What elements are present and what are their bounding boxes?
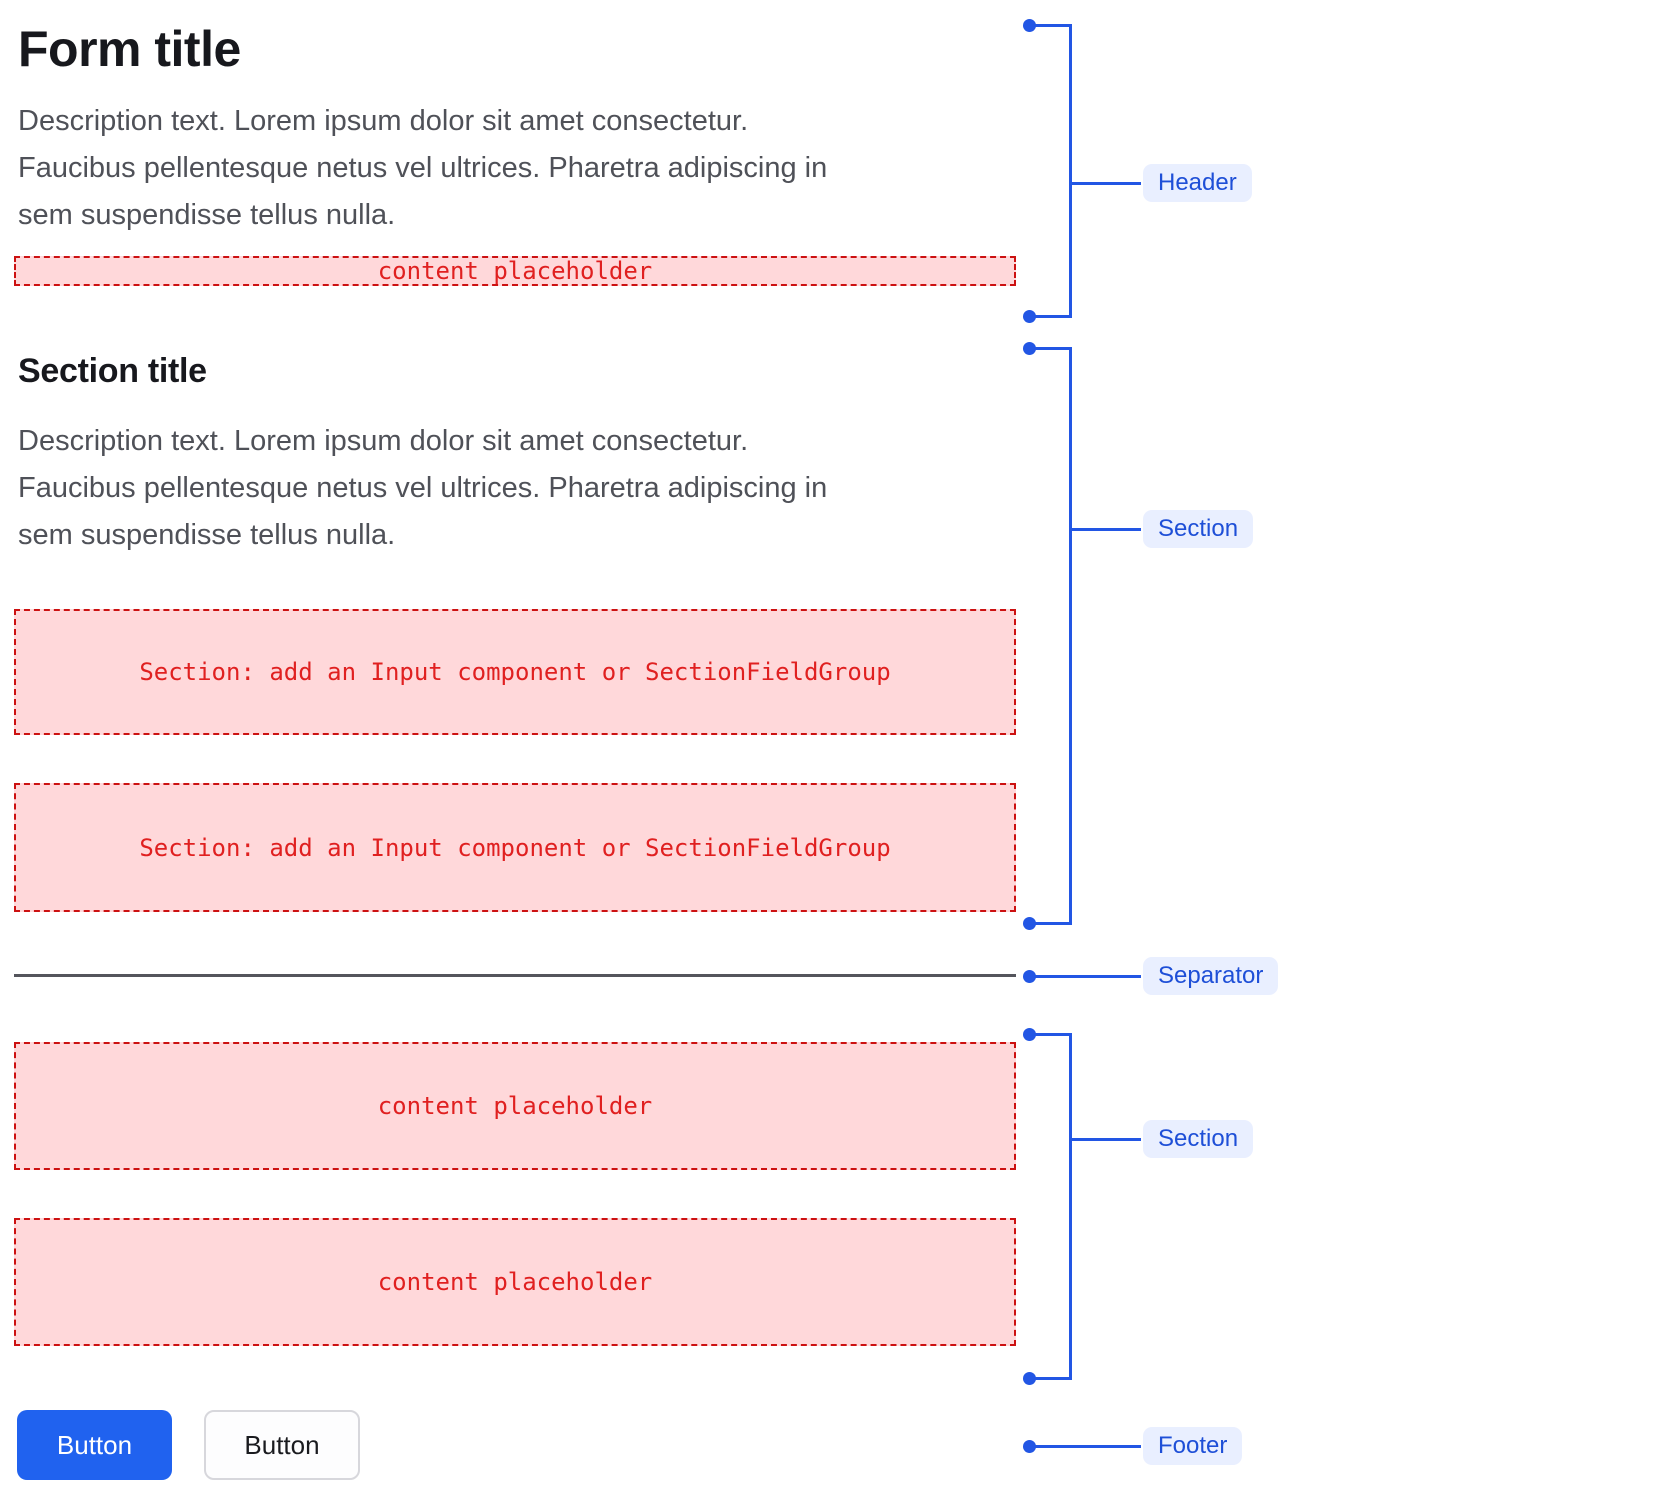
annotation-connector	[1034, 1444, 1141, 1448]
form-description: Description text. Lorem ipsum dolor sit …	[18, 98, 827, 239]
bracket-line	[1069, 23, 1072, 318]
placeholder-text: Section: add an Input component or Secti…	[139, 658, 891, 686]
bracket-dot	[1023, 1371, 1036, 1385]
bracket-dot	[1023, 309, 1036, 323]
annotation-connector	[1071, 181, 1141, 185]
bracket-stub	[1030, 23, 1071, 27]
section-title: Section title	[18, 352, 207, 390]
separator-line	[14, 974, 1016, 977]
primary-button[interactable]: Button	[17, 1410, 172, 1480]
section-description-line: sem suspendisse tellus nulla.	[18, 519, 396, 551]
placeholder-text: content placeholder	[377, 257, 653, 285]
placeholder-text: content placeholder	[377, 1268, 653, 1296]
bracket-stub	[1030, 1376, 1071, 1380]
bracket-dot	[1023, 341, 1036, 355]
header-content-placeholder: content placeholder	[14, 256, 1016, 286]
section-description-line: Faucibus pellentesque netus vel ultrices…	[18, 472, 828, 504]
form-description-line: sem suspendisse tellus nulla.	[18, 199, 396, 231]
header-annotation-label: Header	[1143, 164, 1252, 202]
annotation-connector	[1034, 974, 1141, 978]
section-annotation-label: Section	[1143, 510, 1254, 548]
placeholder-text: content placeholder	[377, 1092, 653, 1120]
section-description-line: Description text. Lorem ipsum dolor sit …	[18, 425, 749, 457]
form-description-line: Faucibus pellentesque netus vel ultrices…	[18, 152, 828, 184]
footer-annotation-label: Footer	[1143, 1427, 1243, 1465]
bracket-stub	[1030, 1032, 1071, 1036]
bracket-dot	[1023, 18, 1036, 32]
bracket-dot	[1023, 1439, 1036, 1453]
annotation-connector	[1071, 527, 1141, 531]
separator-annotation-label: Separator	[1143, 957, 1279, 995]
bracket-dot	[1023, 969, 1036, 983]
form-title: Form title	[18, 21, 241, 77]
secondary-button[interactable]: Button	[204, 1410, 360, 1480]
section-field-placeholder: Section: add an Input component or Secti…	[14, 609, 1016, 735]
content-placeholder: content placeholder	[14, 1042, 1016, 1170]
placeholder-text: Section: add an Input component or Secti…	[139, 833, 891, 862]
section-field-placeholder: Section: add an Input component or Secti…	[14, 783, 1016, 912]
bracket-stub	[1030, 921, 1071, 925]
form-description-line: Description text. Lorem ipsum dolor sit …	[18, 105, 749, 137]
bracket-line	[1069, 1032, 1072, 1380]
bracket-line	[1069, 346, 1072, 925]
section-description: Description text. Lorem ipsum dolor sit …	[18, 418, 827, 559]
section2-annotation-label: Section	[1143, 1120, 1254, 1158]
content-placeholder: content placeholder	[14, 1218, 1016, 1346]
annotation-connector	[1071, 1138, 1141, 1141]
bracket-dot	[1023, 916, 1036, 930]
bracket-dot	[1023, 1027, 1036, 1041]
bracket-stub	[1030, 314, 1071, 318]
bracket-stub	[1030, 346, 1071, 350]
